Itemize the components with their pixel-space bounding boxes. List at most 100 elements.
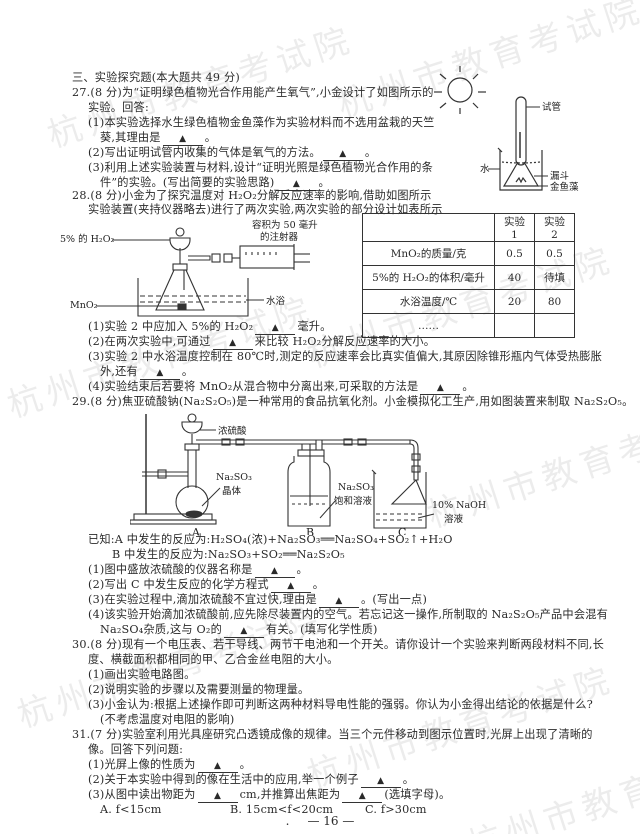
q28-stem-1: 28.(8 分)小金为了探究温度对 H₂O₂分解反应速率的影响,借助如图所示 [72, 189, 432, 202]
triangle-icon: ▲ [214, 761, 222, 771]
punct: 。 [364, 146, 377, 159]
q27-stem-1: 27.(8 分)为“证明绿色植物光合作用能产生氧气”,小金设计了如图所示的 [72, 86, 434, 99]
q29-p4-line2: Na₂SO₄杂质,这与 O₂的▲有关。(填写化学性质) [100, 623, 378, 638]
triangle-icon: ▲ [436, 383, 444, 393]
triangle-icon: ▲ [270, 566, 279, 576]
answer-blank[interactable]: ▲ [360, 774, 401, 788]
punct: 。 [296, 563, 308, 576]
punct: 来比较 H₂O₂分解反应速率的大小。 [254, 335, 436, 348]
triangle-icon: ▲ [335, 596, 343, 606]
q28-p3-line2: 外,还有▲。 [100, 365, 193, 380]
table-row: …… [362, 313, 575, 338]
answer-blank[interactable]: ▲ [420, 381, 461, 395]
q27-p1-line1: (1)本实验选择水生绿色植物金鱼藻作为实验材料而不选用盆栽的天竺 [88, 116, 435, 129]
label-syringe-2: 的注射器 [260, 231, 299, 243]
q27-p3-text: 件”的实验。(写出简要的实验思路) [100, 176, 275, 189]
q30-p3-line2: (不考虑温度对电阻的影响) [100, 713, 235, 726]
q29-p4-text: Na₂SO₄杂质,这与 O₂的 [100, 623, 222, 636]
answer-blank[interactable]: ▲ [342, 789, 383, 803]
answer-blank[interactable]: ▲ [139, 366, 180, 380]
triangle-icon: ▲ [179, 134, 187, 144]
label-syringe: 容积为 50 毫升 [252, 219, 318, 231]
answer-blank[interactable]: ▲ [197, 789, 238, 803]
punct: 。 [204, 131, 217, 144]
q30-stem-1: 30.(8 分)现有一个电压表、若干导线、两节干电池和一个开关。请你设计一个实验… [72, 638, 605, 651]
label-water: 水 [480, 163, 490, 175]
footer-dot: . [285, 814, 290, 828]
answer-blank[interactable]: ▲ [276, 177, 317, 191]
q28-p1: (1)实验 2 中应加入 5%的 H₂O₂▲毫升。 [88, 320, 332, 335]
answer-blank[interactable]: ▲ [197, 759, 238, 773]
q27-figure: 试管 水 漏斗 金鱼藻 [434, 66, 579, 193]
label-mno2: MnO₂ [70, 300, 98, 311]
q29-known-1: 已知:A 中发生的反应为:H₂SO₄(浓)+Na₂SO₃══Na₂SO₄+SO₂… [88, 533, 453, 546]
triangle-icon: ▲ [358, 791, 366, 801]
q31-p1: (1)光屏上像的性质为 ▲ 。 [88, 758, 251, 773]
q28-p3-line1: (3)实验 2 中水浴温度控制在 80℃时,测定的反应速率会比真实值偏大,其原因… [88, 350, 603, 363]
answer-blank[interactable]: ▲ [212, 336, 253, 350]
q28-figure: 5% 的 H₂O₂ 容积为 50 毫升 的注射器 MnO₂ 水浴 [60, 219, 318, 317]
q28-p2-text: (2)在两次实验中,可通过 [88, 335, 211, 348]
answer-blank[interactable]: ▲ [318, 594, 359, 608]
q29-p2: (2)写出 C 中发生反应的化学方程式▲。 [88, 578, 324, 593]
gas-generation-apparatus-icon [130, 413, 427, 529]
triangle-icon: ▲ [271, 323, 279, 333]
q27-stem-2: 实验。回答: [88, 101, 149, 114]
q31-p3-mid: cm,并推算出焦距为 [239, 788, 341, 801]
table-cell: 待填 [534, 265, 575, 290]
label-c-reagent: 10% NaOH [432, 500, 486, 511]
table-cell [534, 313, 575, 338]
punct: 。 [462, 380, 474, 393]
answer-blank[interactable]: ▲ [255, 321, 296, 335]
label-b-reagent: Na₂SO₃ [338, 482, 374, 493]
label-funnel: 漏斗 [550, 170, 569, 182]
caption-c: C [398, 526, 406, 535]
label-conc-sulfuric-acid: 浓硫酸 [218, 425, 247, 437]
q28-p4: (4)实验结束后若要将 MnO₂从混合物中分离出来,可采取的方法是 ▲ 。 [88, 380, 474, 395]
q31-option-c: C. f>30cm [365, 803, 427, 816]
caption-b: B [306, 526, 314, 535]
q29-p4-line1: (4)该实验开始滴加浓硫酸前,应先除尽装置内的空气。若忘记这一操作,所制取的 N… [88, 608, 608, 621]
punct: 毫升。 [297, 320, 332, 333]
answer-blank[interactable]: ▲ [270, 579, 311, 593]
table-row: 水浴温度/℃ 20 80 [362, 289, 575, 314]
punct: 有关。(填写化学性质) [265, 623, 378, 636]
q31-p2-text: (2)关于本实验中得到的像在生活中的应用,举一个例子 [88, 773, 359, 786]
q30-stem-2: 度、横截面积都相同的甲、乙合金丝电阻的大小。 [88, 653, 339, 666]
q27-p1-line2: 葵,其理由是 ▲ 。 [100, 131, 216, 146]
q30-p3-line1: (3)小金认为:根据上述操作即可判断这两种材料导电性能的强弱。你认为小金得出结论… [88, 698, 593, 711]
q28-p4-text: (4)实验结束后若要将 MnO₂从混合物中分离出来,可采取的方法是 [88, 380, 419, 393]
answer-blank[interactable]: ▲ [162, 132, 203, 146]
table-cell: 40 [494, 265, 535, 290]
q28-p2: (2)在两次实验中,可通过▲来比较 H₂O₂分解反应速率的大小。 [88, 335, 435, 350]
triangle-icon: ▲ [156, 368, 164, 378]
q29-p2-text: (2)写出 C 中发生反应的化学方程式 [88, 578, 269, 591]
punct: 。 [402, 773, 415, 786]
caption-a: A [191, 526, 201, 535]
answer-blank[interactable]: ▲ [223, 624, 264, 638]
q29-p3: (3)在实验过程中,滴加浓硫酸不宜过快,理由是▲。(写出一点) [88, 593, 427, 608]
table-cell: 水浴温度/℃ [362, 289, 495, 314]
q29-figure: 浓硫酸 Na₂SO₃ 晶体 Na₂SO₃ 饱和溶液 10% NaOH 溶液 A … [130, 413, 486, 535]
triangle-icon: ▲ [287, 581, 295, 591]
table-cell: 0.5 [534, 241, 575, 266]
q27-p2: (2)写出证明试管内收集的气体是氧气的方法。▲。 [88, 146, 376, 161]
table-row: MnO₂的质量/克 0.5 0.5 [362, 241, 575, 266]
label-h2o2: 5% 的 H₂O₂ [60, 233, 114, 245]
label-tube: 试管 [542, 101, 561, 113]
answer-blank[interactable]: ▲ [322, 147, 363, 161]
label-a-crystal: 晶体 [222, 485, 242, 497]
punct: 。 [239, 758, 251, 771]
q29-known-2: B 中发生的反应为:Na₂SO₃+SO₂══Na₂S₂O₅ [112, 548, 345, 561]
label-c-solution: 溶液 [444, 513, 464, 525]
punct: 。(写出一点) [360, 593, 428, 606]
q31-p1-text: (1)光屏上像的性质为 [88, 758, 196, 771]
triangle-icon: ▲ [377, 776, 385, 786]
table-header: 实验 1 [494, 213, 535, 242]
section-header: 三、实验探究题(本大题共 49 分) [72, 71, 240, 84]
answer-blank[interactable]: ▲ [254, 564, 295, 578]
table-cell: MnO₂的质量/克 [362, 241, 495, 266]
q27-p1-text: 葵,其理由是 [100, 131, 161, 144]
q28-stem-2: 实验装置(夹持仪器略去)进行了两次实验,两次实验的部分设计如表所示 [88, 203, 443, 216]
q29-p1-text: (1)图中盛放浓硫酸的仪器名称是 [88, 563, 253, 576]
